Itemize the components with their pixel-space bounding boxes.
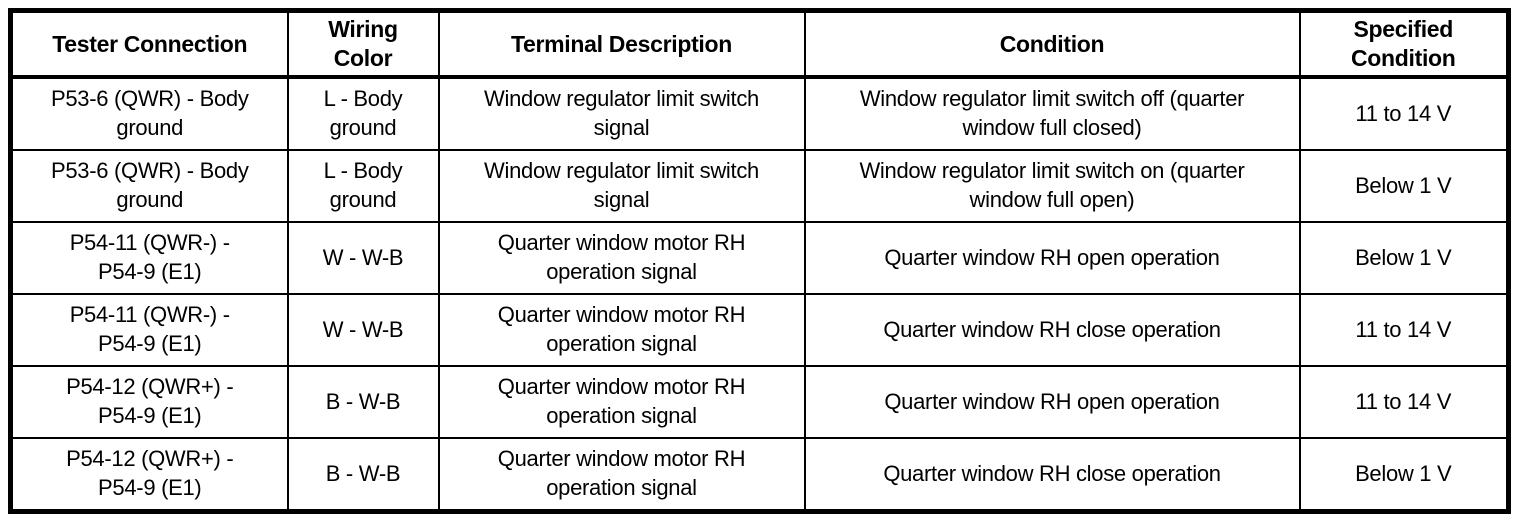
wiring-color-cell: B - W-B — [286, 437, 440, 513]
terminal-description-cell: Window regulator limit switch signal — [437, 149, 806, 223]
wiring-color-cell: W - W-B — [286, 221, 440, 295]
table-row: P54-12 (QWR+) - P54-9 (E1) B - W-B Quart… — [9, 437, 1510, 513]
tester-connection-cell: P53-6 (QWR) - Body ground — [9, 149, 289, 223]
column-header-wiring-color: Wiring Color — [286, 9, 440, 79]
column-header-condition: Condition — [803, 9, 1301, 79]
wiring-color-cell: B - W-B — [286, 365, 440, 439]
header-row: Tester Connection Wiring Color Terminal … — [9, 9, 1510, 79]
tester-connection-cell: P54-12 (QWR+) - P54-9 (E1) — [9, 437, 289, 513]
specified-condition-cell: Below 1 V — [1298, 149, 1510, 223]
specified-condition-cell: 11 to 14 V — [1298, 76, 1510, 151]
terminal-description-cell: Window regulator limit switch signal — [437, 76, 806, 151]
terminal-description-cell: Quarter window motor RH operation signal — [437, 365, 806, 439]
table-header: Tester Connection Wiring Color Terminal … — [9, 9, 1510, 79]
condition-cell: Window regulator limit switch off (quart… — [803, 76, 1301, 151]
tester-connection-cell: P54-11 (QWR-) - P54-9 (E1) — [9, 293, 289, 367]
terminal-description-cell: Quarter window motor RH operation signal — [437, 293, 806, 367]
wiring-color-cell: L - Body ground — [286, 149, 440, 223]
terminal-description-cell: Quarter window motor RH operation signal — [437, 437, 806, 513]
condition-cell: Quarter window RH close operation — [803, 437, 1301, 513]
terminal-specification-table: Tester Connection Wiring Color Terminal … — [8, 8, 1511, 514]
wiring-color-cell: L - Body ground — [286, 76, 440, 151]
specified-condition-cell: 11 to 14 V — [1298, 293, 1510, 367]
condition-cell: Quarter window RH close operation — [803, 293, 1301, 367]
table-body: P53-6 (QWR) - Body ground L - Body groun… — [9, 76, 1510, 513]
table-row: P53-6 (QWR) - Body ground L - Body groun… — [9, 76, 1510, 151]
column-header-terminal-description: Terminal Description — [437, 9, 806, 79]
tester-connection-cell: P53-6 (QWR) - Body ground — [9, 76, 289, 151]
condition-cell: Quarter window RH open operation — [803, 221, 1301, 295]
wiring-color-cell: W - W-B — [286, 293, 440, 367]
table-row: P54-11 (QWR-) - P54-9 (E1) W - W-B Quart… — [9, 293, 1510, 367]
column-header-specified-condition: Specified Condition — [1298, 9, 1510, 79]
condition-cell: Window regulator limit switch on (quarte… — [803, 149, 1301, 223]
specified-condition-cell: Below 1 V — [1298, 221, 1510, 295]
terminal-description-cell: Quarter window motor RH operation signal — [437, 221, 806, 295]
column-header-tester-connection: Tester Connection — [9, 9, 289, 79]
specified-condition-cell: 11 to 14 V — [1298, 365, 1510, 439]
table-row: P54-12 (QWR+) - P54-9 (E1) B - W-B Quart… — [9, 365, 1510, 439]
table-row: P54-11 (QWR-) - P54-9 (E1) W - W-B Quart… — [9, 221, 1510, 295]
tester-connection-cell: P54-12 (QWR+) - P54-9 (E1) — [9, 365, 289, 439]
condition-cell: Quarter window RH open operation — [803, 365, 1301, 439]
table-row: P53-6 (QWR) - Body ground L - Body groun… — [9, 149, 1510, 223]
tester-connection-cell: P54-11 (QWR-) - P54-9 (E1) — [9, 221, 289, 295]
specified-condition-cell: Below 1 V — [1298, 437, 1510, 513]
